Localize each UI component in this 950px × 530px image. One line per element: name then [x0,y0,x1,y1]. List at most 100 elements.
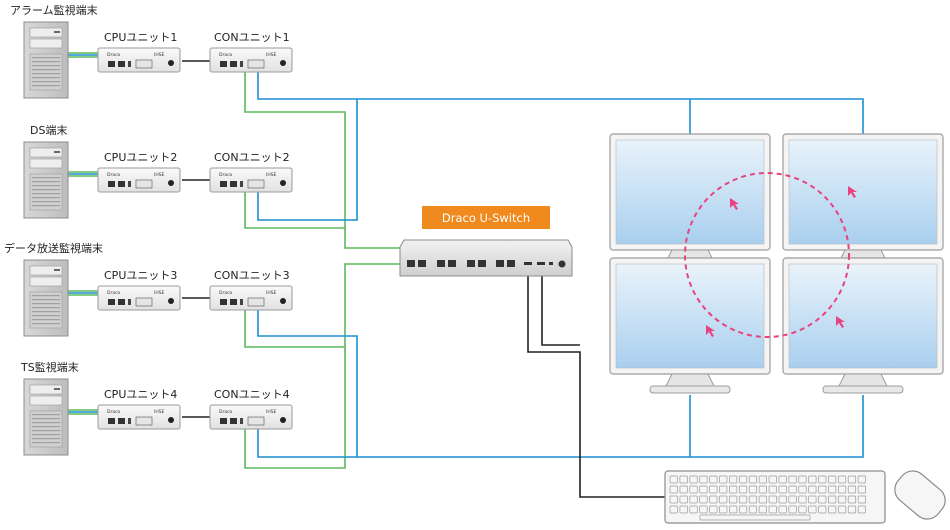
keyboard-key [719,505,728,514]
pc-tower-1 [23,21,69,99]
terminal-label-4: TS監視端末 [20,360,79,374]
keyboard-key [679,485,688,494]
keyboard-key [808,505,817,514]
cpu-unit-label-2: CPUユニット2 [104,151,177,164]
keyboard-key [857,505,866,514]
con-unit-label-3: CONユニット3 [214,269,290,282]
keyboard-key [669,485,678,494]
keyboard-key [719,475,728,484]
cpu-unit-3 [97,285,181,311]
keyboard-key [748,505,758,514]
keyboard-key [857,485,866,494]
keyboard-key [847,505,857,514]
pointer-path [684,172,850,338]
con-unit-4 [209,404,293,430]
keyboard-key [768,475,777,484]
network-cables [68,52,405,469]
keyboard-key [837,495,847,504]
keyboard-key [768,495,777,504]
keyboard-key [699,505,708,514]
keyboard-key [818,475,827,484]
keyboard-key [689,485,698,494]
keyboard-key [768,485,777,494]
keyboard-key [808,485,817,494]
keyboard-key [758,495,767,504]
keyboard-key [857,475,866,484]
keyboard-key [808,475,817,484]
keyboard-key [837,485,847,494]
keyboard-key [847,475,857,484]
cpu-unit-label-1: CPUユニット1 [104,31,177,44]
keyboard-key [738,485,748,494]
cpu-unit-2 [97,167,181,193]
keyboard-spacebar [699,514,811,521]
pc-tower-4 [23,378,69,456]
keyboard-key [748,495,758,504]
keyboard-key [669,475,678,484]
keyboard-key [689,475,698,484]
keyboard-key [828,495,837,504]
keyboard-key [738,475,748,484]
keyboard-key [788,485,797,494]
keyboard-key [788,505,797,514]
keyboard-key [847,485,857,494]
keyboard-key [699,485,708,494]
keyboard-key [828,475,837,484]
con-unit-3 [209,285,293,311]
terminal-label-2: DS端末 [30,123,67,137]
keyboard-key [729,495,738,504]
keyboard-key [738,505,748,514]
keyboard-key [669,495,678,504]
monitor-top-right [782,133,944,270]
keyboard-key [679,475,688,484]
keyboard-key [818,485,827,494]
cpu-unit-label-3: CPUユニット3 [104,269,177,282]
keyboard-key [818,495,827,504]
keyboard-key [758,475,767,484]
monitor-top-left [609,133,771,270]
con-unit-label-2: CONユニット2 [214,151,290,164]
monitor-bottom-right [782,257,944,394]
keyboard-key [758,485,767,494]
keyboard-key [788,495,797,504]
pc-tower-2 [23,141,69,219]
cpu-unit-1 [97,47,181,73]
pc-tower-3 [23,259,69,337]
con-unit-1 [209,47,293,73]
keyboard-key [709,505,718,514]
terminal-label-1: アラーム監視端末 [10,3,98,17]
con-unit-label-1: CONユニット1 [214,31,290,44]
keyboard-key [729,505,738,514]
keyboard-key [709,485,718,494]
keyboard-key [738,495,748,504]
keyboard-key [679,505,688,514]
video-cables [68,54,864,458]
keyboard-key [748,475,758,484]
keyboard-key [837,505,847,514]
usb-cables [182,60,665,498]
mouse-icon [894,470,946,520]
keyboard-key [798,485,807,494]
keyboard-key [857,495,866,504]
keyboard-key [689,495,698,504]
keyboard-key [719,485,728,494]
keyboard-key [719,495,728,504]
monitor-bottom-left [609,257,771,394]
keyboard-key [778,505,787,514]
keyboard-key [768,505,777,514]
keyboard-key [709,475,718,484]
keyboard-key [689,505,698,514]
cpu-unit-label-4: CPUユニット4 [104,388,177,401]
cpu-unit-4 [97,404,181,430]
con-unit-2 [209,167,293,193]
keyboard-key [778,475,787,484]
keyboard-key [729,485,738,494]
con-unit-label-4: CONユニット4 [214,388,290,401]
keyboard-key [798,475,807,484]
keyboard-key [837,475,847,484]
keyboard-icon [664,470,886,524]
terminal-label-3: データ放送監視端末 [4,241,103,255]
keyboard-key [778,495,787,504]
keyboard-key [798,505,807,514]
draco-switch: Draco U-Switch [399,206,573,277]
